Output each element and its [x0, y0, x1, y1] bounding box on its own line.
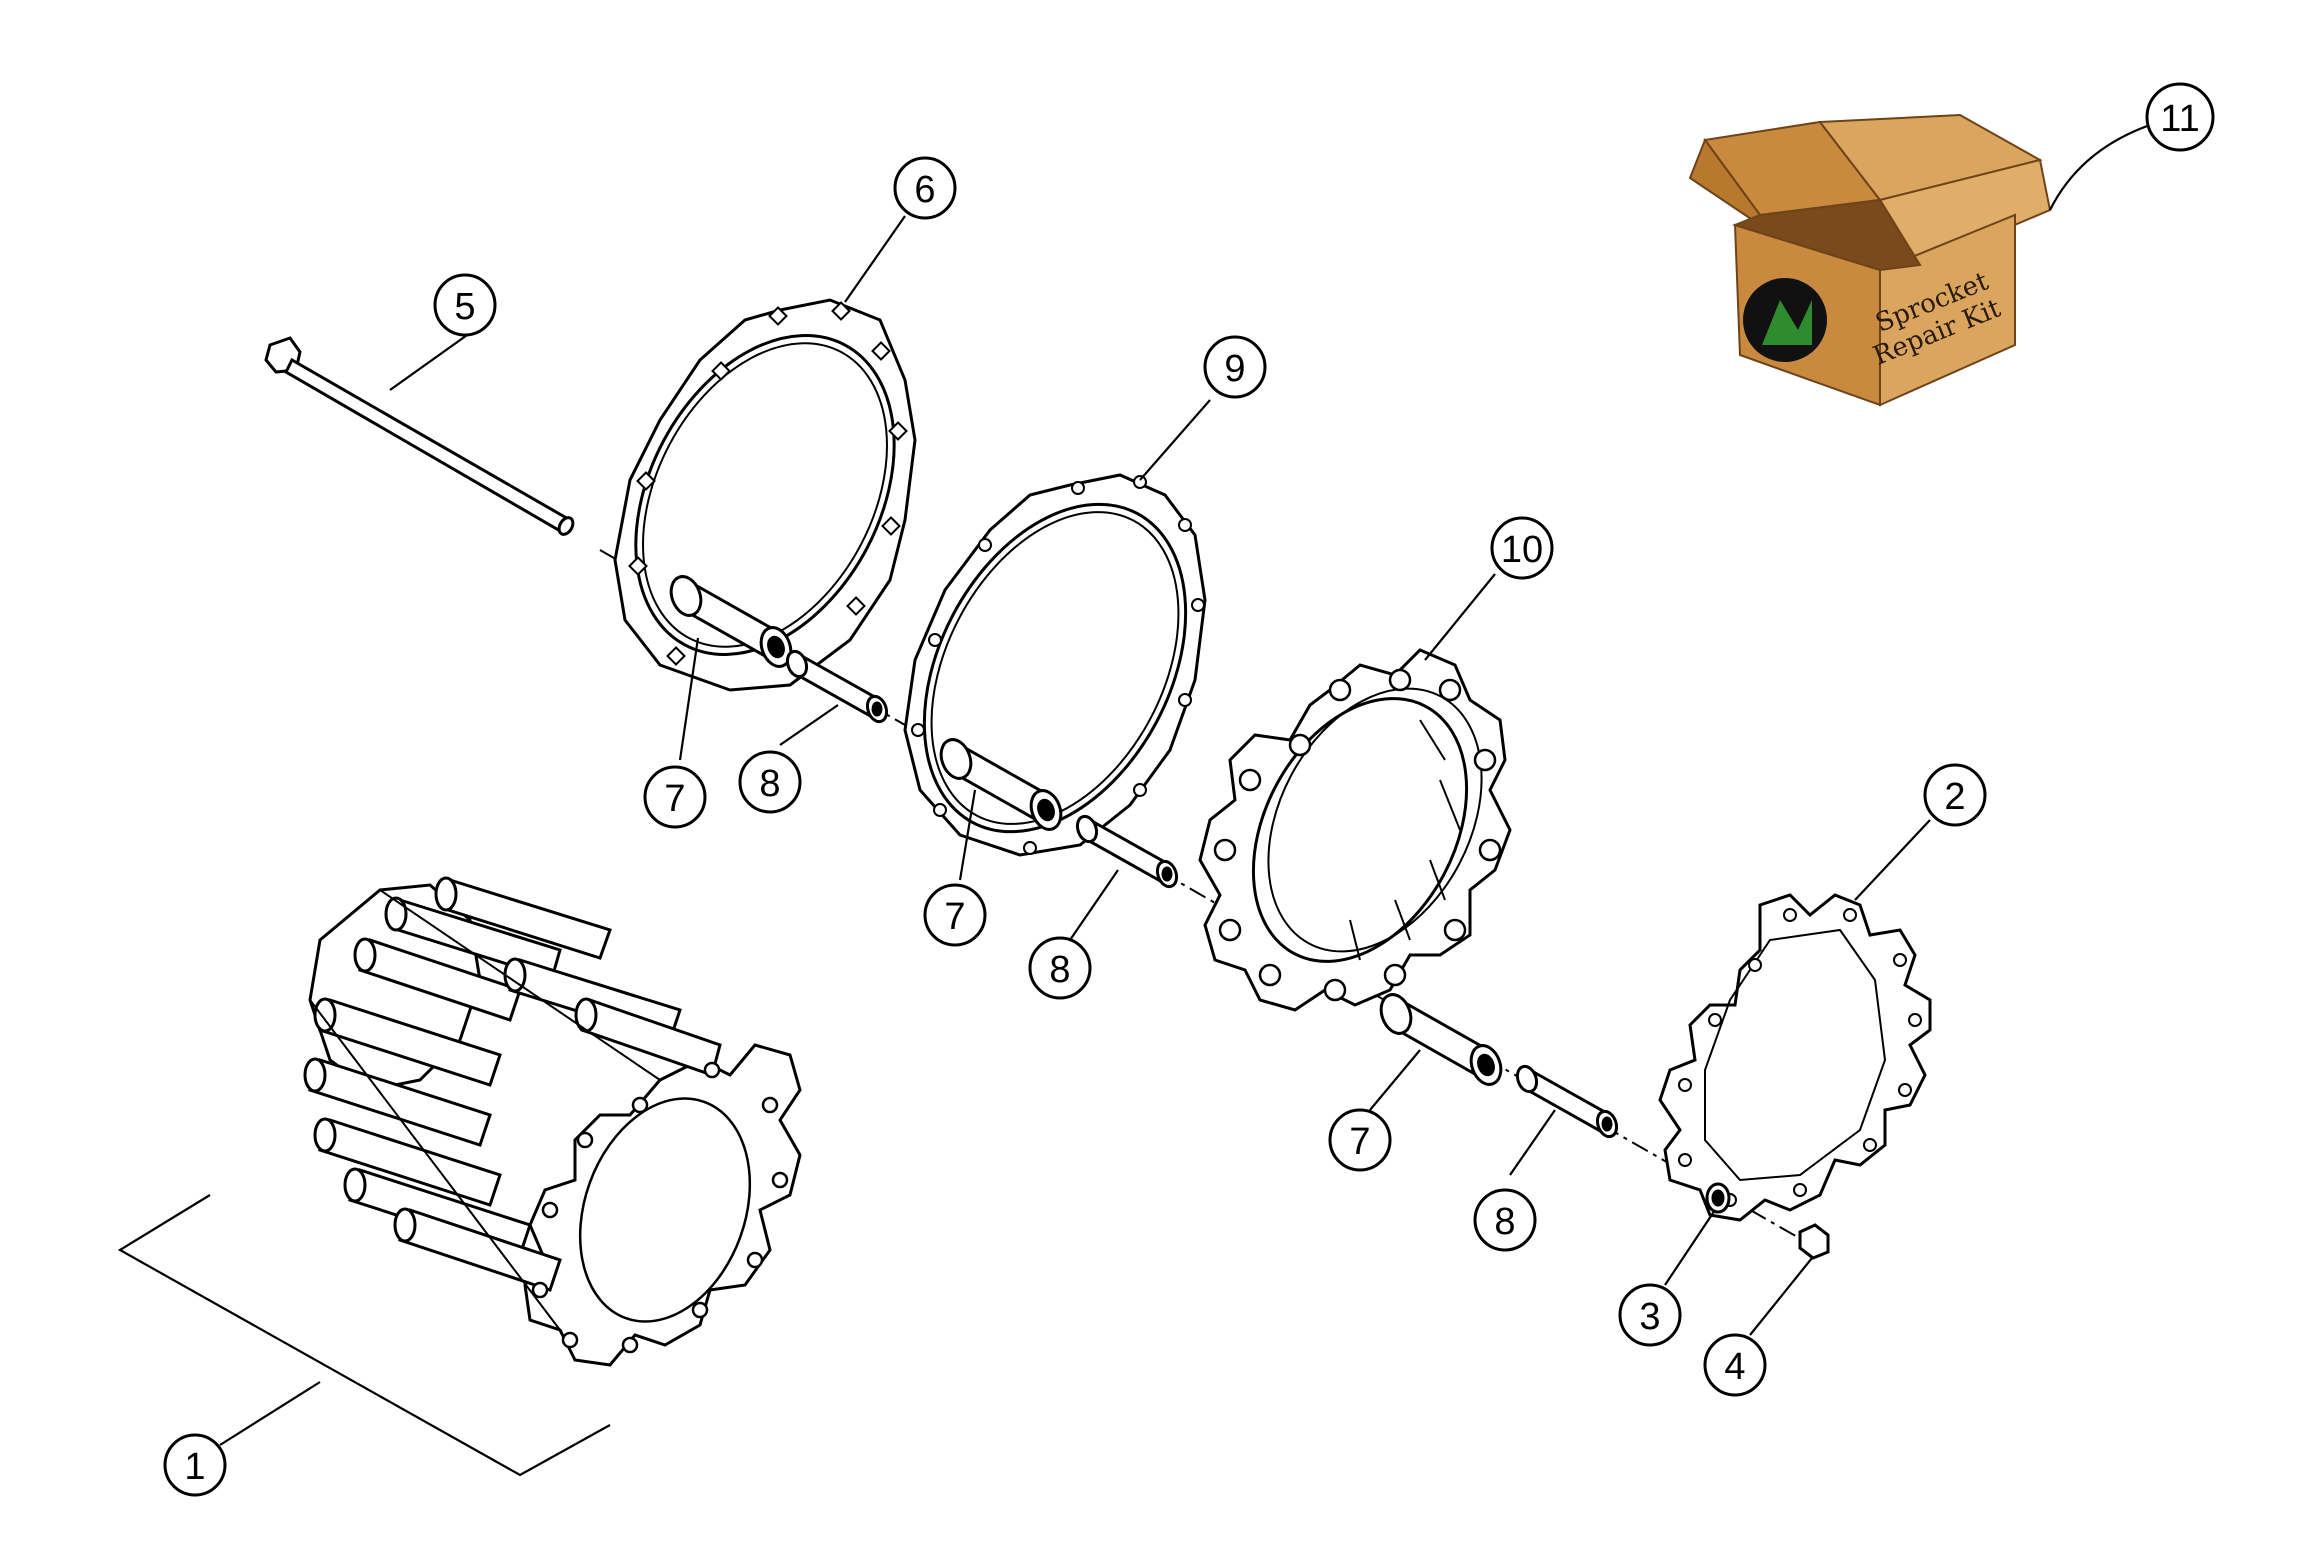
- svg-text:3: 3: [1639, 1296, 1660, 1338]
- svg-text:4: 4: [1724, 1346, 1745, 1388]
- svg-text:1: 1: [184, 1446, 205, 1488]
- callout-5: 5: [433, 273, 497, 337]
- nut-part: [1800, 1225, 1828, 1258]
- sprocket-drum-assembly-part: [305, 878, 800, 1365]
- part-1-bracket: [117, 1194, 611, 1477]
- callout-3: 3: [1618, 1283, 1682, 1347]
- washer-part: [1707, 1184, 1729, 1212]
- svg-text:7: 7: [944, 896, 965, 938]
- svg-text:8: 8: [1049, 949, 1070, 991]
- svg-text:10: 10: [1501, 529, 1543, 571]
- svg-text:6: 6: [914, 169, 935, 211]
- sprocket-hub-part: [1200, 650, 1525, 1010]
- svg-text:8: 8: [759, 763, 780, 805]
- bushing-part: [666, 572, 796, 670]
- callout-7: 7: [1328, 1108, 1392, 1172]
- callout-9: 9: [1203, 335, 1267, 399]
- bushing-part-2: [936, 735, 1066, 833]
- callout-2: 2: [1923, 763, 1987, 827]
- leader-11: [2049, 123, 2151, 211]
- spacer-part-2: [1074, 814, 1180, 890]
- callout-8: 8: [1473, 1188, 1537, 1252]
- svg-text:7: 7: [1349, 1121, 1370, 1163]
- callout-11: 11: [2145, 82, 2215, 152]
- svg-text:7: 7: [664, 778, 685, 820]
- spacer-part-3: [1514, 1064, 1620, 1140]
- callout-10: 10: [1490, 516, 1554, 580]
- callout-1: 1: [163, 1433, 227, 1497]
- bushing-part-3: [1376, 990, 1506, 1088]
- svg-text:8: 8: [1494, 1201, 1515, 1243]
- callout-6: 6: [893, 156, 957, 220]
- callout-8: 8: [738, 750, 802, 814]
- callout-4: 4: [1703, 1333, 1767, 1397]
- svg-text:5: 5: [454, 286, 475, 328]
- bolt-part: [266, 338, 576, 537]
- svg-text:2: 2: [1944, 776, 1965, 818]
- callout-7: 7: [643, 765, 707, 829]
- brand-logo: [1743, 278, 1827, 362]
- leader-lines: [219, 215, 1931, 1446]
- callout-8: 8: [1028, 936, 1092, 1000]
- spacer-part: [784, 649, 890, 725]
- svg-text:11: 11: [2160, 98, 2199, 140]
- assembly-axis: [599, 549, 1821, 1251]
- callout-7: 7: [923, 883, 987, 947]
- svg-text:9: 9: [1224, 348, 1245, 390]
- repair-kit-box: Sprocket Repair Kit: [1688, 113, 2052, 407]
- outer-sprocket-plate-part: [1660, 895, 1930, 1220]
